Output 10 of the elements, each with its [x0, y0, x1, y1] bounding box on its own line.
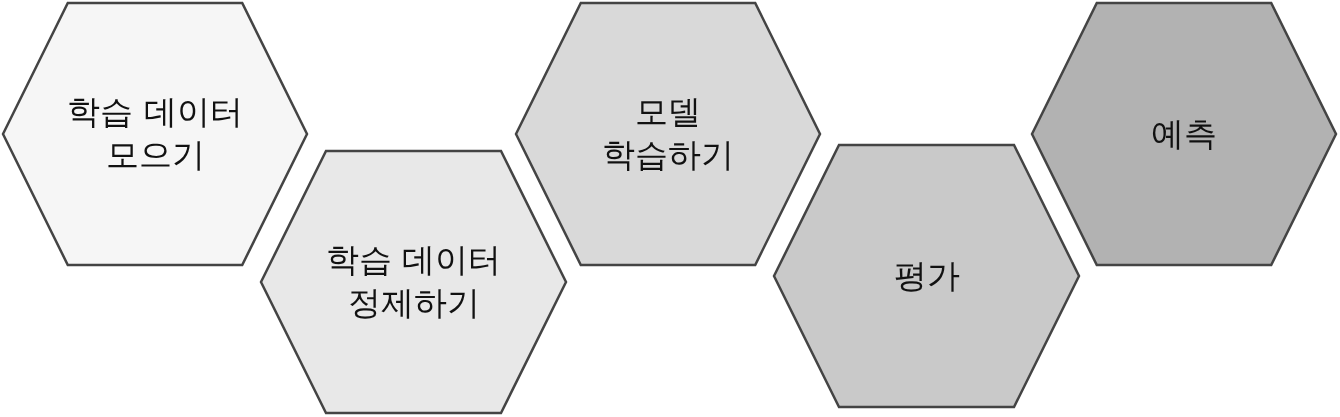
- hexagon-label: 평가: [892, 254, 961, 297]
- hexagon: [1031, 2, 1337, 266]
- hexagon: [260, 150, 567, 414]
- hexagon-label: 학습 데이터 모으기: [66, 91, 244, 176]
- hexagon-label: 모델 학습하기: [601, 91, 735, 176]
- hexagon: [2, 2, 308, 266]
- hexagon: [515, 2, 821, 266]
- hexagon-label: 예측: [1150, 112, 1218, 155]
- hexagon: [773, 144, 1080, 408]
- hexagon-label: 학습 데이터 정제하기: [324, 239, 503, 324]
